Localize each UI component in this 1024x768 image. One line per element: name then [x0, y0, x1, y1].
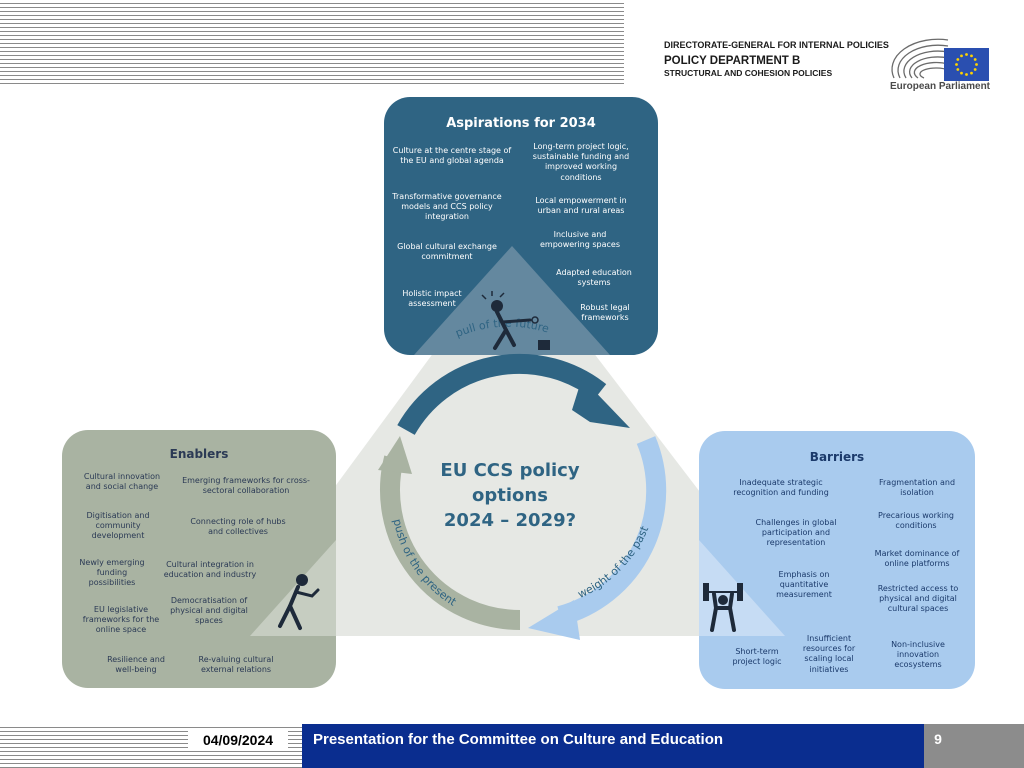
- page-number-box: [924, 724, 1024, 768]
- weight-arrow: [557, 436, 667, 626]
- eu-star-icon: [960, 54, 963, 58]
- aspiration-item: Adapted education systems: [556, 268, 632, 288]
- aspiration-item: Holistic impact assessment: [402, 289, 462, 309]
- aspirations-box: [384, 97, 658, 355]
- barrier-item: Restricted access to physical and digita…: [877, 584, 959, 614]
- eu-star-icon: [965, 53, 968, 56]
- aspiration-item: Long-term project logic, sustainable fun…: [532, 142, 630, 182]
- center-title-line1: EU CCS policy: [440, 460, 580, 481]
- enabler-item: Cultural integration in education and in…: [163, 560, 257, 580]
- barrier-item: Inadequate strategic recognition and fun…: [733, 478, 829, 498]
- aspiration-item: Culture at the centre stage of the EU an…: [392, 146, 512, 166]
- eu-star-icon: [965, 73, 968, 76]
- push-arrow: [380, 455, 521, 630]
- barrier-item: Insufficient resources for scaling local…: [802, 634, 856, 674]
- directorate-label: DIRECTORATE-GENERAL FOR INTERNAL POLICIE…: [664, 40, 889, 50]
- eu-star-icon: [956, 58, 960, 61]
- eu-star-icon: [955, 63, 958, 66]
- push-arrowhead-icon: [378, 436, 412, 474]
- eu-star-icon: [960, 71, 963, 75]
- enabler-item: Emerging frameworks for cross-sectoral c…: [182, 476, 310, 496]
- aspiration-item: Local empowerment in urban and rural are…: [535, 196, 627, 216]
- weight-arrowhead-icon: [528, 600, 580, 640]
- eu-star-icon: [970, 54, 973, 58]
- barriers-title: Barriers: [809, 450, 865, 464]
- weightlifter-figure-icon: [703, 583, 743, 632]
- aspirations-triangle-overlay: [414, 246, 610, 355]
- barrier-item: Precarious working conditions: [878, 511, 954, 531]
- footer-title: Presentation for the Committee on Cultur…: [313, 731, 724, 748]
- enabler-item: Resilience and well-being: [107, 655, 165, 675]
- enabler-item: Cultural innovation and social change: [83, 472, 161, 492]
- page-number: 9: [934, 731, 942, 747]
- center-title: EU CCS policy options 2024 – 2029?: [420, 458, 600, 534]
- enablers-triangle-overlay: [250, 540, 336, 636]
- enabler-item: Re-valuing cultural external relations: [198, 655, 274, 675]
- enabler-item: Newly emerging funding possibilities: [79, 558, 145, 588]
- header-stripes: [0, 0, 624, 84]
- barrier-item: Market dominance of online platforms: [874, 549, 960, 569]
- eu-star-icon: [975, 63, 978, 66]
- footer-bar: [302, 724, 924, 768]
- barrier-item: Fragmentation and isolation: [878, 478, 956, 498]
- aspiration-item: Transformative governance models and CCS…: [392, 192, 502, 222]
- enabler-item: Digitisation and community development: [86, 511, 150, 541]
- center-title-line2: options: [472, 485, 548, 507]
- department-subtitle: STRUCTURAL AND COHESION POLICIES: [664, 68, 833, 78]
- eu-star-icon: [970, 71, 973, 75]
- center-title-line3: 2024 – 2029?: [443, 510, 577, 532]
- footer-date: 04/09/2024: [188, 730, 288, 750]
- background-triangle: [225, 246, 810, 636]
- aspirations-title: Aspirations for 2034: [446, 116, 596, 131]
- eu-star-icon: [973, 68, 977, 71]
- enabler-item: EU legislative frameworks for the online…: [82, 605, 160, 635]
- enablers-title: Enablers: [169, 447, 229, 461]
- pushing-figure-icon: [278, 574, 320, 630]
- pull-arrowhead-icon: [572, 378, 630, 428]
- barrier-item: Short-term project logic: [732, 647, 782, 667]
- eu-star-icon: [956, 68, 960, 71]
- header-department-block: DIRECTORATE-GENERAL FOR INTERNAL POLICIE…: [664, 40, 889, 78]
- enabler-item: Connecting role of hubs and collectives: [190, 517, 286, 537]
- european-parliament-logo: [891, 38, 989, 81]
- barrier-item: Non-inclusive innovation ecosystems: [891, 640, 945, 670]
- barrier-item: Challenges in global participation and r…: [755, 518, 837, 548]
- eu-star-icon: [973, 58, 977, 61]
- pulling-figure-icon: [481, 291, 550, 350]
- enabler-item: Democratisation of physical and digital …: [170, 596, 248, 626]
- aspiration-item: Inclusive and empowering spaces: [540, 230, 620, 250]
- aspiration-item: Robust legal frameworks: [580, 303, 630, 323]
- european-parliament-label: European Parliament: [889, 81, 991, 92]
- pull-arrow: [397, 353, 607, 436]
- department-label: POLICY DEPARTMENT B: [664, 55, 801, 67]
- eu-stars-icon: [955, 53, 978, 76]
- barrier-item: Emphasis on quantitative measurement: [776, 570, 832, 600]
- aspiration-item: Global cultural exchange commitment: [397, 242, 497, 262]
